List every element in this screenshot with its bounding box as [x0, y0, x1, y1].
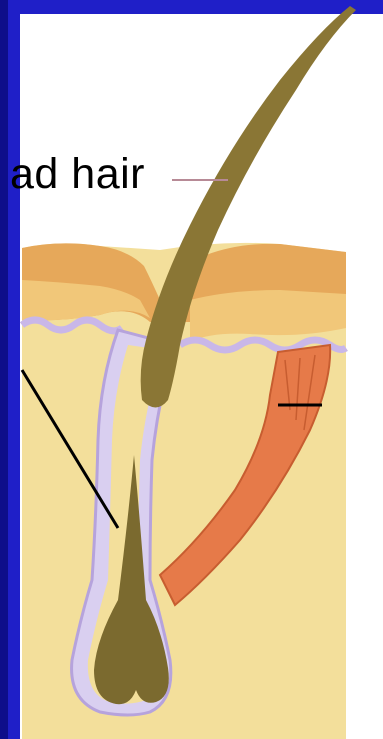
hair-label: ad hair	[10, 153, 145, 196]
slide-border-left-dark	[0, 0, 8, 739]
slide-border-top	[0, 0, 383, 14]
